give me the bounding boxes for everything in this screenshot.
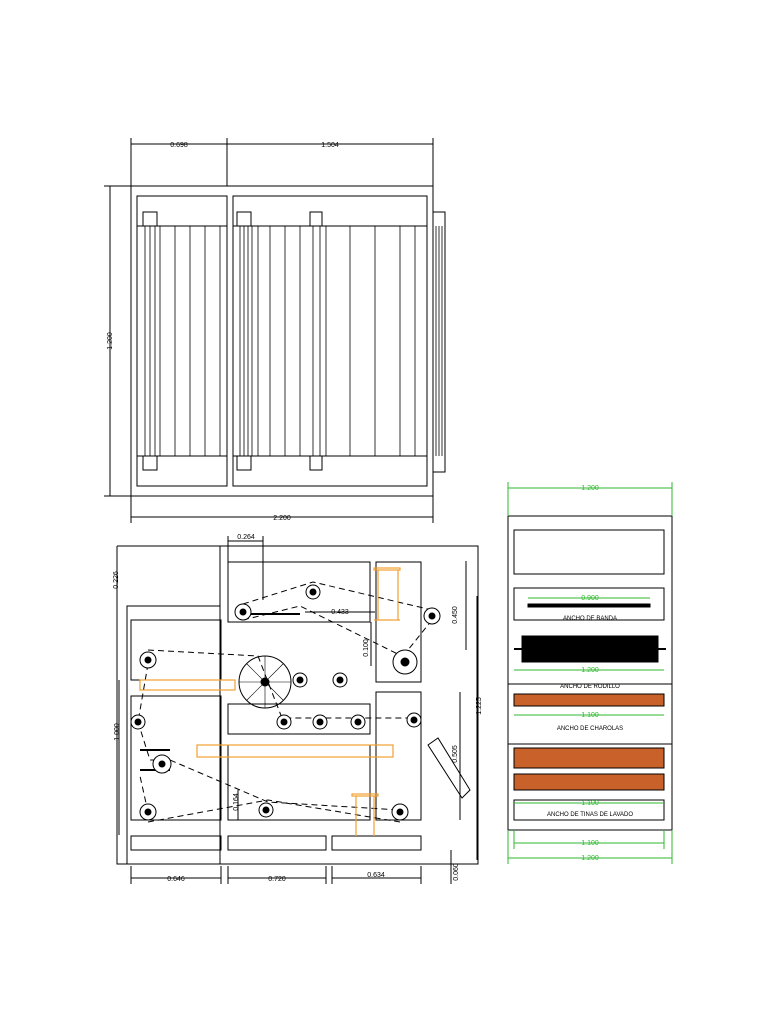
top-view bbox=[104, 138, 446, 523]
dim-base-height: 0.060 bbox=[453, 863, 460, 881]
dim-side-mid-span: 0.433 bbox=[331, 609, 349, 616]
dim-base-left: 0.646 bbox=[167, 876, 185, 883]
dim-top-total: 2.200 bbox=[273, 515, 291, 522]
dim-side-small-vertical: 0.100 bbox=[363, 639, 370, 657]
section-labels: 1.200 0.900 ANCHO DE BANDA 1.200 ANCHO D… bbox=[547, 485, 633, 862]
dim-section-roller: 1.200 bbox=[581, 667, 599, 674]
dim-base-right: 0.634 bbox=[367, 872, 385, 879]
dim-section-bottom-outer: 1.200 bbox=[581, 855, 599, 862]
side-view bbox=[116, 536, 479, 884]
dim-section-band: 0.900 bbox=[581, 595, 599, 602]
top-view-labels: 0.698 1.504 1.200 2.200 bbox=[107, 142, 339, 522]
dim-side-bottom-center: 0.164 bbox=[233, 793, 240, 811]
dim-base-mid: 0.720 bbox=[268, 876, 286, 883]
dim-section-bottom-inner: 1.100 bbox=[581, 840, 599, 847]
side-view-rollers bbox=[130, 584, 441, 821]
dim-side-right-top: 0.450 bbox=[452, 606, 459, 624]
dim-side-right-mid: 0.505 bbox=[452, 745, 459, 763]
side-view-labels: 0.264 0.226 0.433 0.450 0.100 1.000 1.22… bbox=[113, 534, 483, 883]
label-tray: ANCHO DE CHAROLAS bbox=[557, 726, 623, 732]
dim-top-left: 0.698 bbox=[170, 142, 188, 149]
dim-top-height: 1.200 bbox=[107, 332, 114, 350]
section-dims bbox=[507, 482, 673, 864]
section-view bbox=[507, 515, 673, 831]
dim-top-right: 1.504 bbox=[321, 142, 339, 149]
dim-side-left-height: 1.000 bbox=[114, 723, 121, 741]
dim-side-top-gap: 0.264 bbox=[237, 534, 255, 541]
side-view-trays bbox=[139, 567, 401, 836]
label-wash: ANCHO DE TINAS DE LAVADO bbox=[547, 812, 633, 818]
dim-side-right-height: 1.225 bbox=[476, 697, 483, 715]
dim-section-top: 1.200 bbox=[581, 485, 599, 492]
label-roller: ANCHO DE RODILLO bbox=[560, 684, 620, 690]
dim-side-left-top: 0.226 bbox=[113, 571, 120, 589]
dim-section-tray: 1.100 bbox=[581, 712, 599, 719]
dim-section-wash: 1.100 bbox=[581, 800, 599, 807]
label-band: ANCHO DE BANDA bbox=[563, 616, 617, 622]
